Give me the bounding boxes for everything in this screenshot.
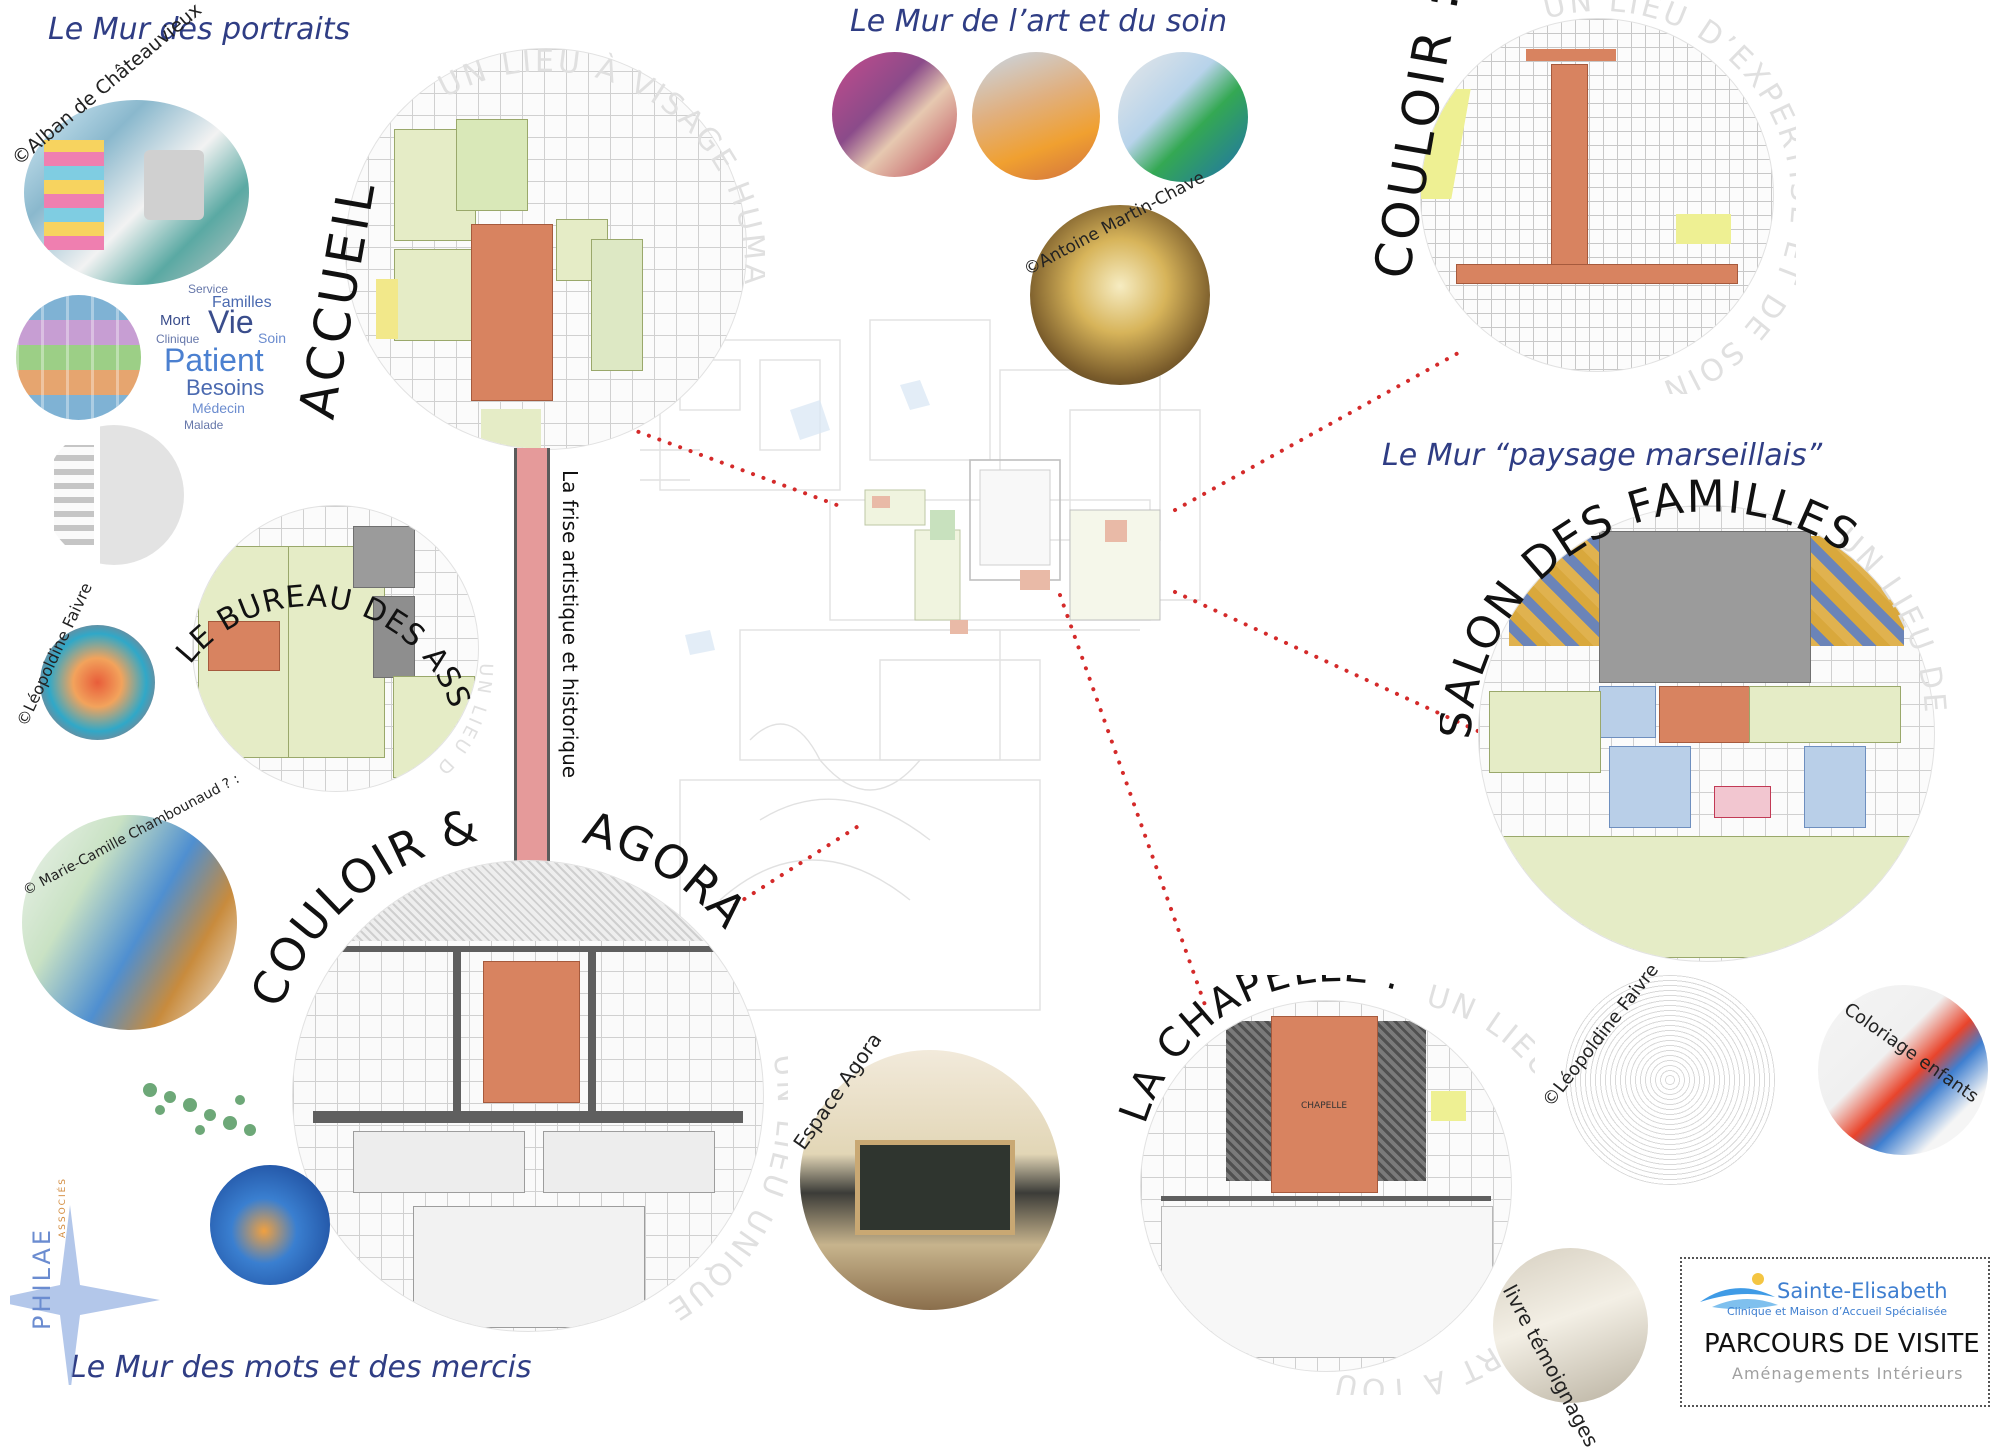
mur-portraits-title: Le Mur des portraits [48, 12, 351, 47]
blue-painting [210, 1165, 330, 1285]
agora-plan-circle [292, 860, 764, 1332]
agora-ring-text: UN LIEU UNIQUE ET ESSENTIEL [268, 836, 788, 1328]
frise-label: La frise artistique et historique [558, 470, 582, 779]
philae-logo-text: PHILAE [28, 1226, 56, 1330]
salon-ring-text: UN LIEU DE VIE [1455, 482, 1949, 716]
portrait-photo-hall [24, 100, 249, 285]
philae-associes-text: ASSOCIÉS [58, 1176, 68, 1238]
bureau-highlight [208, 621, 280, 671]
svg-text:LE BUREAU DES ASSOCIATIONS :: LE BUREAU DES ASSOCIATIONS : [150, 455, 477, 713]
svg-text:COULOIR &AGORA :: COULOIR &AGORA : [250, 810, 771, 1014]
svg-text:UN LIEU D’EXPERTISE ET DE SOIN: UN LIEU D’EXPERTISE ET DE SOIN [1540, 0, 1796, 394]
leaves-decoration [143, 1083, 256, 1136]
brand-subtitle: Clinique et Maison d’Accueil Spécialisée [1727, 1305, 1948, 1318]
chapelle-ring-text: UN LIEU ENRACINÉ OUVERT À TOUS [1115, 975, 1535, 1395]
word-cloud: Service Familles Mort Vie Clinique Soin … [156, 282, 287, 432]
parcours-title: PARCOURS DE VISITE [1704, 1329, 1980, 1359]
corridor-mural-photo [22, 815, 237, 1030]
connection-lines [626, 350, 1482, 1007]
parcours-box: Sainte-Elisabeth Clinique et Maison d’Ac… [1680, 1257, 1990, 1407]
brand-name: Sainte-Elisabeth [1777, 1279, 1948, 1303]
salon-plan-circle [1478, 505, 1935, 962]
corridor-photo [1030, 205, 1210, 385]
accueil-plan-circle [345, 48, 747, 450]
agora-label-arc: COULOIR &AGORA : [250, 810, 771, 1014]
livre-photo [1493, 1248, 1648, 1403]
sainte-elisabeth-icon [1700, 1273, 1778, 1310]
chapelle-plan-label: CHAPELLE [1301, 1101, 1348, 1111]
chapelle-highlight [1271, 1016, 1378, 1193]
leopoldine-painting-1 [40, 625, 155, 740]
frise-band [514, 448, 550, 868]
site-plan-background [640, 300, 1280, 1020]
chapelle-plan-circle: CHAPELLE [1140, 1000, 1512, 1372]
portrait-grid-photo [16, 295, 141, 420]
mur-mots-mercis-title: Le Mur des mots et des mercis [70, 1350, 532, 1385]
accueil-highlight [471, 224, 553, 401]
chapelle-label-arc: LA CHAPELLE : [1111, 975, 1409, 1128]
art-photo-2 [972, 52, 1100, 180]
art-photo-3 [1118, 52, 1248, 182]
coloriage-photo [1818, 985, 1988, 1155]
svg-text:LA CHAPELLE :: LA CHAPELLE : [1111, 975, 1409, 1128]
couloir-plan-circle [1420, 18, 1774, 372]
bureau-plan-circle [192, 505, 479, 792]
art-photo-1 [832, 52, 957, 177]
svg-text:SALON DES FAMILLES :: SALON DES FAMILLES : [1440, 470, 1867, 741]
mur-art-soin-title: Le Mur de l’art et du soin [850, 4, 1228, 39]
philae-star-logo [10, 1205, 160, 1385]
bureau-ring-text: UN LIEU DE VIE [170, 483, 493, 780]
espace-agora-photo [800, 1050, 1060, 1310]
salon-label-arc: SALON DES FAMILLES : [1440, 470, 1867, 741]
accueil-ring-text: UN LIEU À VISAGE HUMAIN [325, 28, 765, 288]
parcours-subtitle: Aménagements Intérieurs [1732, 1364, 1964, 1383]
couloir-ring-text: UN LIEU D’EXPERTISE ET DE SOIN [1540, 0, 1796, 394]
svg-text:UN LIEU À VISAGE HUMAIN: UN LIEU À VISAGE HUMAIN [325, 28, 765, 288]
agora-highlight [483, 961, 580, 1103]
leopoldine-drawing [1565, 975, 1775, 1185]
mur-paysage-title: Le Mur “paysage marseillais” [1382, 438, 1823, 473]
bureau-label-arc: LE BUREAU DES ASSOCIATIONS : [150, 455, 477, 713]
portrait-wall-photo [44, 425, 184, 565]
